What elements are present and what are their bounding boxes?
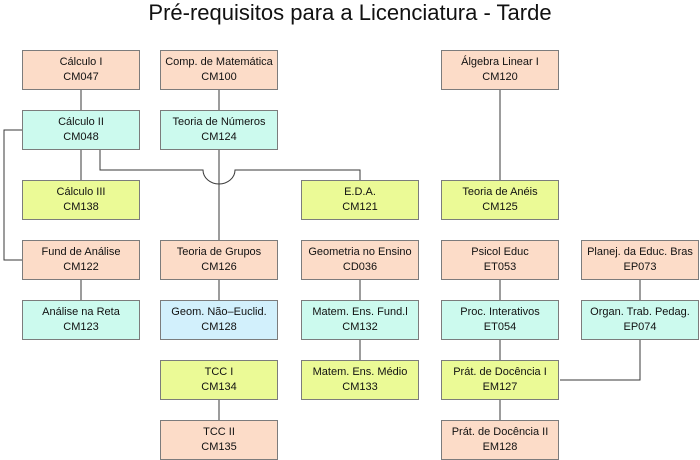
course-name: Planej. da Educ. Bras <box>587 246 693 258</box>
course-name: Cálculo II <box>58 116 104 128</box>
course-name: TCC I <box>204 366 234 378</box>
course-box-pratica-docencia-1: Prát. de Docência I EM127 <box>441 360 559 400</box>
course-code: ET053 <box>483 261 517 273</box>
course-box-planej-educ: Planej. da Educ. Bras EP073 <box>581 240 699 280</box>
course-code: CM124 <box>201 131 237 143</box>
course-name: Teoria de Números <box>172 116 266 128</box>
course-code: ET054 <box>483 321 517 333</box>
course-name: Prát. de Docência I <box>453 366 547 378</box>
course-box-comp-matematica: Comp. de Matemática CM100 <box>160 50 278 90</box>
course-name: Matem. Ens. Médio <box>312 366 408 378</box>
course-box-teoria-grupos: Teoria de Grupos CM126 <box>160 240 278 280</box>
course-code: EP074 <box>623 321 657 333</box>
course-code: EP073 <box>623 261 657 273</box>
course-code: CM135 <box>201 441 237 453</box>
course-box-eda: E.D.A. CM121 <box>301 180 419 220</box>
course-name: Organ. Trab. Pedag. <box>590 306 690 318</box>
course-name: E.D.A. <box>344 186 376 198</box>
course-code: CM120 <box>482 71 518 83</box>
course-code: CM123 <box>63 321 99 333</box>
connector-organ-prat1 <box>560 340 641 381</box>
course-code: EM128 <box>482 441 518 453</box>
course-box-proc-interativos: Proc. Interativos ET054 <box>441 300 559 340</box>
course-box-teoria-numeros: Teoria de Números CM124 <box>160 110 278 150</box>
course-box-organ-trab-pedag: Organ. Trab. Pedag. EP074 <box>581 300 699 340</box>
course-box-geometria-ensino: Geometria no Ensino CD036 <box>301 240 419 280</box>
course-box-calculo-3: Cálculo III CM138 <box>22 180 140 220</box>
course-name: Fund de Análise <box>41 246 121 258</box>
course-name: Análise na Reta <box>42 306 120 318</box>
course-name: Prát. de Docência II <box>451 426 549 438</box>
connector-calc2-eda <box>99 150 361 185</box>
course-box-teoria-aneis: Teoria de Anéis CM125 <box>441 180 559 220</box>
course-name: Psicol Educ <box>471 246 529 258</box>
course-name: Matem. Ens. Fund.l <box>312 306 408 318</box>
course-box-algebra-linear: Álgebra Linear I CM120 <box>441 50 559 90</box>
course-code: CM100 <box>201 71 237 83</box>
course-code: CM125 <box>482 201 518 213</box>
course-code: CD036 <box>342 261 378 273</box>
course-box-tcc-1: TCC I CM134 <box>160 360 278 400</box>
course-box-pratica-docencia-2: Prát. de Docência II EM128 <box>441 420 559 460</box>
course-name: Cálculo I <box>59 56 103 68</box>
course-box-matem-ens-medio: Matem. Ens. Médio CM133 <box>301 360 419 400</box>
course-code: CM048 <box>63 131 99 143</box>
course-name: Cálculo III <box>56 186 106 198</box>
course-code: CM133 <box>342 381 378 393</box>
course-code: CM132 <box>342 321 378 333</box>
course-box-calculo-2: Cálculo II CM048 <box>22 110 140 150</box>
course-name: Teoria de Grupos <box>176 246 262 258</box>
course-box-calculo-1: Cálculo I CM047 <box>22 50 140 90</box>
connector-calc2-fund <box>3 129 22 261</box>
course-box-fund-analise: Fund de Análise CM122 <box>22 240 140 280</box>
course-name: Comp. de Matemática <box>165 56 273 68</box>
course-name: Teoria de Anéis <box>462 186 538 198</box>
course-name: Proc. Interativos <box>460 306 540 318</box>
course-name: Álgebra Linear I <box>461 56 539 68</box>
diagram-title: Pré-requisitos para a Licenciatura - Tar… <box>148 0 552 25</box>
course-code: EM127 <box>482 381 518 393</box>
course-box-tcc-2: TCC II CM135 <box>160 420 278 460</box>
course-name: Geometria no Ensino <box>308 246 412 258</box>
course-code: CM122 <box>63 261 99 273</box>
course-code: CM047 <box>63 71 99 83</box>
course-code: CM128 <box>201 321 237 333</box>
course-name: Geom. Não–Euclid. <box>171 306 267 318</box>
course-name: TCC II <box>203 426 235 438</box>
course-box-psicol-educ: Psicol Educ ET053 <box>441 240 559 280</box>
course-code: CM138 <box>63 201 99 213</box>
course-box-geom-nao-euclid: Geom. Não–Euclid. CM128 <box>160 300 278 340</box>
course-code: CM121 <box>342 201 378 213</box>
course-code: CM134 <box>201 381 237 393</box>
course-code: CM126 <box>201 261 237 273</box>
course-box-matem-ens-fund: Matem. Ens. Fund.l CM132 <box>301 300 419 340</box>
course-box-analise-reta: Análise na Reta CM123 <box>22 300 140 340</box>
